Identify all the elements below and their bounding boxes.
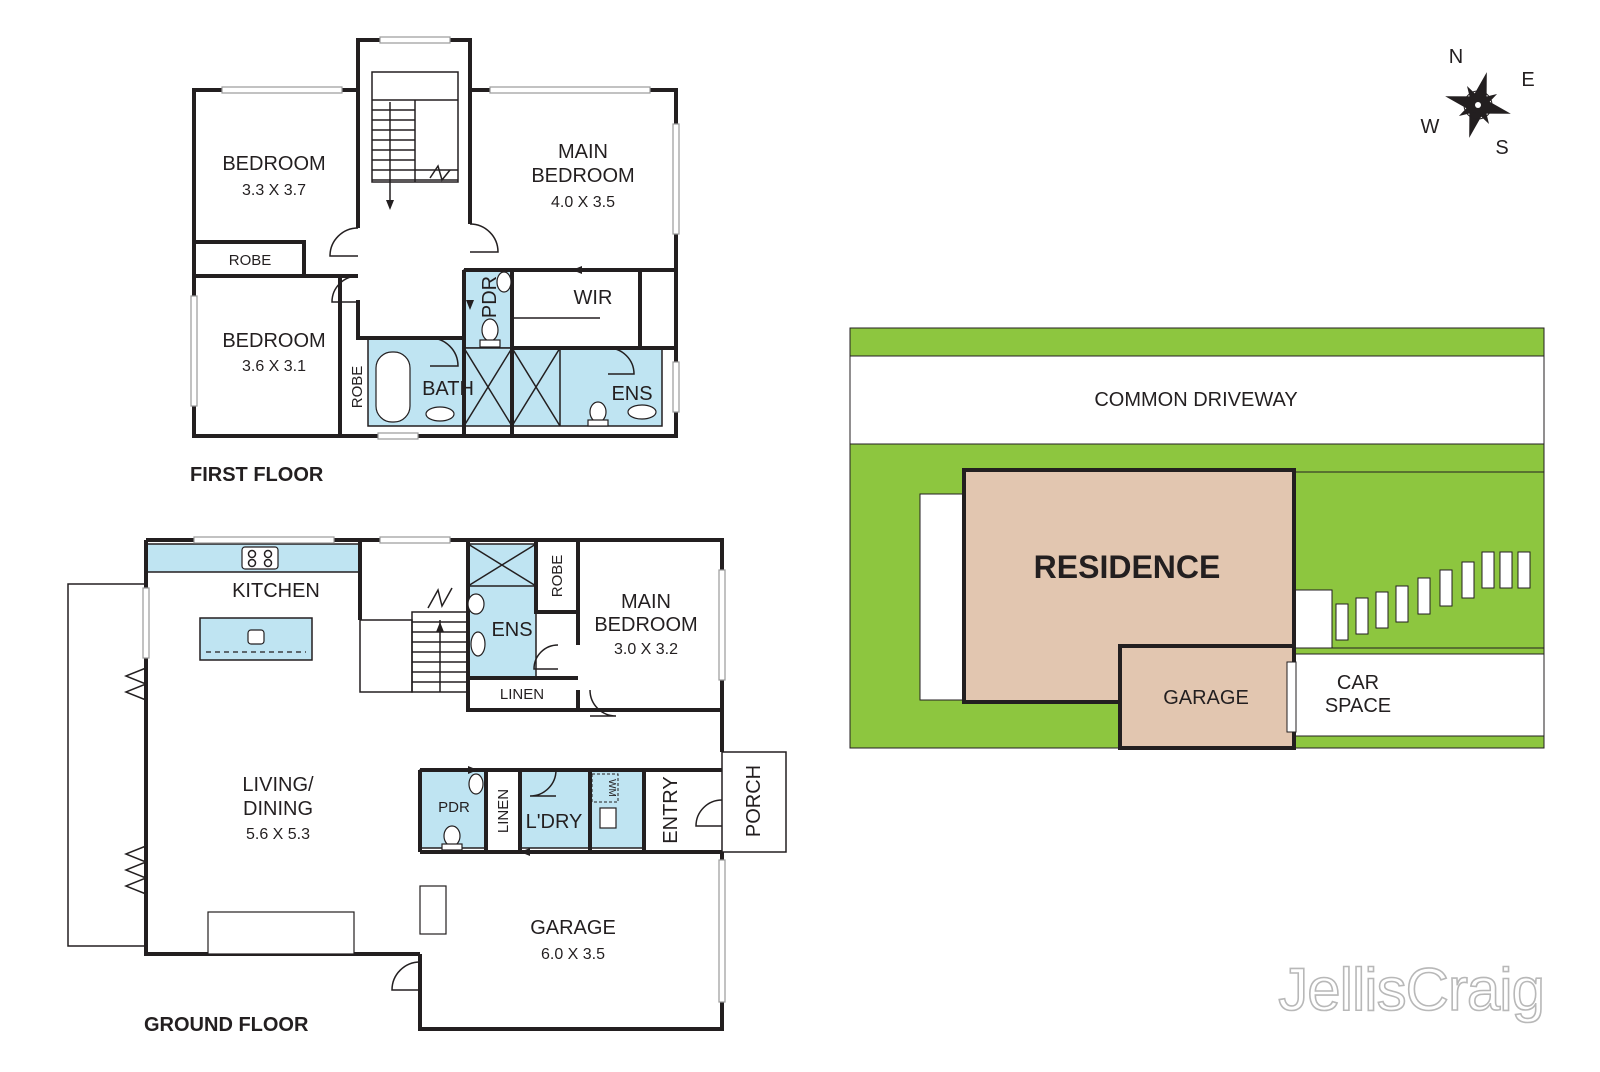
laundry-area — [519, 769, 645, 849]
laundry-tub — [599, 807, 617, 829]
gf-pdr-label: PDR — [438, 799, 470, 816]
gf-ensuite-toilet — [467, 593, 485, 615]
first-floor-title: FIRST FLOOR — [190, 464, 324, 486]
deck-outline — [67, 583, 146, 947]
gf-linen-a-label: LINEN — [500, 686, 544, 703]
door-arc — [329, 227, 359, 257]
residence-label: RESIDENCE — [1034, 549, 1221, 585]
car-space-label-2: SPACE — [1325, 695, 1391, 717]
ff-bedroom-a-size: 3.3 X 3.7 — [242, 182, 306, 199]
stepping-stones — [1335, 551, 1531, 641]
gf-living-label-2: DINING — [243, 798, 313, 820]
ff-bedroom-b-label: BEDROOM — [222, 330, 325, 352]
gf-kitchen-label: KITCHEN — [232, 580, 320, 602]
common-driveway — [849, 355, 1545, 445]
gf-ensuite-basin — [470, 631, 486, 657]
gf-living-label-1: LIVING/ — [242, 774, 314, 796]
gf-living-size: 5.6 X 5.3 — [246, 826, 310, 843]
compass-south: S — [1495, 137, 1508, 159]
gf-main-bedroom-size: 3.0 X 3.2 — [614, 641, 678, 658]
window — [221, 86, 343, 94]
gf-laundry-label: L'DRY — [526, 811, 583, 833]
bifold-door — [123, 667, 149, 701]
driveway-label: COMMON DRIVEWAY — [1094, 389, 1297, 411]
ff-main-bedroom-label-1: MAIN — [558, 141, 608, 163]
pdr-basin — [496, 271, 512, 293]
ff-bedroom-a-label: BEDROOM — [222, 153, 325, 175]
ff-bedroom-b-size: 3.6 X 3.1 — [242, 358, 306, 375]
gf-pdr-basin — [468, 773, 484, 795]
gf-garage-size: 6.0 X 3.5 — [541, 946, 605, 963]
ff-main-bedroom-size: 4.0 X 3.5 — [551, 194, 615, 211]
ensuite-toilet — [589, 401, 607, 423]
site-garage-label: GARAGE — [1163, 687, 1249, 709]
ground-floor-plan: WM — [67, 536, 787, 1031]
compass-icon — [1445, 72, 1511, 138]
garage-door — [718, 859, 726, 1003]
car-space-label-1: CAR — [1337, 672, 1379, 694]
ff-bath-label: BATH — [422, 378, 474, 400]
ff-main-bedroom-label-2: BEDROOM — [531, 165, 634, 187]
gf-main-bedroom-label-2: BEDROOM — [594, 614, 697, 636]
pdr-toilet — [481, 318, 499, 342]
porch-outline — [721, 751, 787, 853]
gf-porch-label: PORCH — [743, 765, 765, 837]
ground-floor-outline — [146, 538, 724, 752]
first-floor-plan — [190, 36, 680, 440]
compass-east: E — [1521, 69, 1534, 91]
washing-machine — [591, 773, 619, 803]
ff-robe-b-label: ROBE — [349, 366, 366, 409]
compass-north: N — [1449, 46, 1463, 68]
ff-pdr-label: PDR — [479, 276, 501, 318]
shower-cross-b — [511, 347, 561, 427]
ff-robe-a-label: ROBE — [229, 252, 272, 269]
gf-garage-label: GARAGE — [530, 917, 616, 939]
gf-robe-label: ROBE — [549, 555, 566, 598]
cooktop — [241, 546, 279, 570]
gf-entry-label: ENTRY — [660, 776, 682, 843]
side-path — [919, 493, 965, 701]
compass-west: W — [1421, 116, 1440, 138]
bath-basin — [425, 406, 455, 422]
gf-main-bedroom-label-1: MAIN — [621, 591, 671, 613]
brand-logo: JellisCraig — [1278, 956, 1544, 1023]
window — [193, 536, 335, 544]
ground-floor-title: GROUND FLOOR — [144, 1014, 309, 1036]
living-unit — [207, 911, 355, 955]
svg-text:WM: WM — [606, 779, 617, 797]
bathtub — [375, 351, 411, 423]
gf-pdr-toilet — [443, 825, 461, 847]
shower-cross-a — [463, 347, 513, 427]
ground-floor-stairs — [359, 587, 469, 693]
ff-wir-label: WIR — [574, 287, 613, 309]
gf-linen-b-label: LINEN — [495, 789, 512, 833]
ensuite-basin — [627, 404, 657, 420]
ff-ens-label: ENS — [611, 383, 652, 405]
site-plan — [849, 327, 1545, 750]
gf-ens-label: ENS — [491, 619, 532, 641]
first-floor-stairs — [371, 71, 459, 210]
car-space — [1293, 653, 1545, 737]
